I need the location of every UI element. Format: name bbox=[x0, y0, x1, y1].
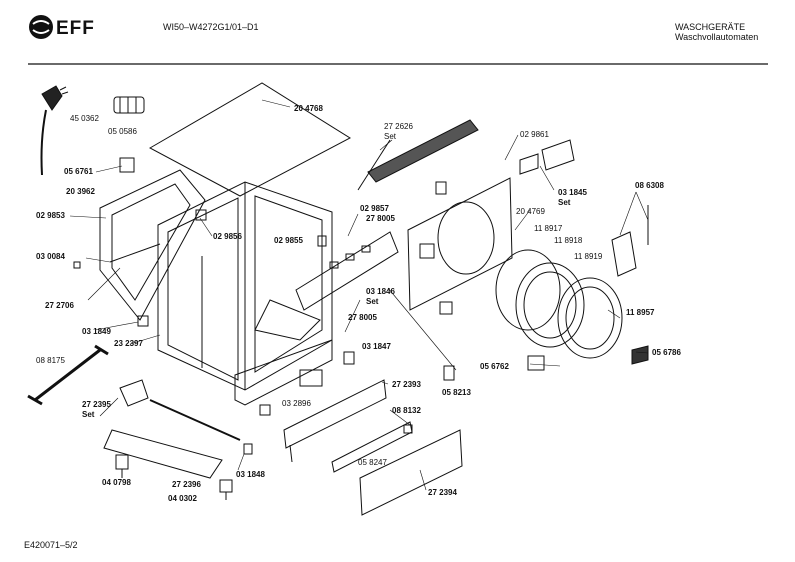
leader-lines bbox=[69, 99, 649, 491]
part-label: 27 2396 bbox=[172, 480, 201, 489]
feet-drawing bbox=[115, 443, 253, 500]
kick-plate-drawing bbox=[283, 379, 387, 463]
part-label: 27 2626 bbox=[384, 122, 413, 131]
cabinet-drawing bbox=[157, 181, 333, 406]
filter-part-drawing bbox=[113, 96, 145, 114]
part-label: 03 1849 bbox=[82, 327, 111, 336]
plinth-strip-drawing bbox=[103, 429, 223, 479]
part-label: 20 3962 bbox=[66, 187, 95, 196]
part-label: 27 8005 bbox=[348, 313, 377, 322]
part-label: 04 0302 bbox=[168, 494, 197, 503]
part-label: 23 2397 bbox=[114, 339, 143, 348]
category-subtitle: Waschvollautomaten bbox=[675, 32, 759, 42]
power-plug-drawing bbox=[40, 85, 69, 176]
part-label-set: Set bbox=[366, 297, 379, 306]
part-label: 03 1848 bbox=[236, 470, 265, 479]
wrench-drawing bbox=[27, 344, 109, 406]
part-label: 08 6308 bbox=[635, 181, 664, 190]
part-label: 11 8917 bbox=[534, 224, 563, 233]
part-label: 27 2395 bbox=[82, 400, 111, 409]
part-label: 20 4769 bbox=[516, 207, 545, 216]
part-label: 05 6786 bbox=[652, 348, 681, 357]
part-label-set: Set bbox=[558, 198, 571, 207]
model-number: WI50–W4272G1/01–D1 bbox=[163, 22, 259, 32]
part-label: 03 1845 bbox=[558, 188, 587, 197]
part-label: 27 2706 bbox=[45, 301, 74, 310]
part-label: 02 9857 bbox=[360, 204, 389, 213]
part-label: 11 8919 bbox=[574, 252, 603, 261]
part-label: 27 2393 bbox=[392, 380, 421, 389]
rail-drawing bbox=[367, 119, 479, 183]
door-drawing bbox=[495, 249, 623, 359]
spindle-drawing bbox=[149, 399, 241, 441]
rear-panel-drawing bbox=[99, 169, 206, 321]
part-label: 27 8005 bbox=[366, 214, 395, 223]
part-label: 05 8247 bbox=[358, 458, 387, 467]
part-label-set: Set bbox=[384, 132, 397, 141]
part-label: 08 8175 bbox=[36, 356, 65, 365]
part-label-set: Set bbox=[82, 410, 95, 419]
part-label: 27 2394 bbox=[428, 488, 457, 497]
neff-logo: EFF bbox=[28, 14, 124, 40]
part-label: 02 9856 bbox=[213, 232, 242, 241]
control-panel-drawing bbox=[295, 231, 399, 311]
part-label: 05 6762 bbox=[480, 362, 509, 371]
small-parts-drawing bbox=[73, 157, 545, 434]
part-label: 03 2896 bbox=[282, 399, 311, 408]
part-label: 04 0798 bbox=[102, 478, 131, 487]
front-panel-drawing bbox=[407, 177, 513, 311]
lower-panel-drawing bbox=[359, 429, 463, 516]
part-label: 02 9855 bbox=[274, 236, 303, 245]
part-label: 08 8132 bbox=[392, 406, 421, 415]
part-label: 45 0362 bbox=[70, 114, 99, 123]
neff-logo-mark: EFF bbox=[29, 15, 95, 39]
hinge-drawing bbox=[519, 139, 575, 175]
part-label: 03 1846 bbox=[366, 287, 395, 296]
svg-text:EFF: EFF bbox=[56, 18, 95, 39]
part-label: 05 6761 bbox=[64, 167, 93, 176]
top-cover-drawing bbox=[148, 82, 352, 197]
part-label: 02 9853 bbox=[36, 211, 65, 220]
category-title: WASCHGERÄTE bbox=[675, 22, 746, 32]
door-lock-drawing bbox=[611, 205, 649, 365]
part-label: 05 8213 bbox=[442, 388, 471, 397]
part-label: 02 9861 bbox=[520, 130, 549, 139]
part-label: 20 4768 bbox=[294, 104, 323, 113]
drawing-number: E420071–5/2 bbox=[24, 540, 78, 550]
part-label: 11 8918 bbox=[554, 236, 583, 245]
rail-screw bbox=[357, 139, 391, 191]
part-label: 03 1847 bbox=[362, 342, 391, 351]
shock-absorber-drawing bbox=[119, 379, 149, 407]
part-label: 05 0586 bbox=[108, 127, 137, 136]
part-label: 03 0084 bbox=[36, 252, 65, 261]
part-label: 11 8957 bbox=[626, 308, 655, 317]
